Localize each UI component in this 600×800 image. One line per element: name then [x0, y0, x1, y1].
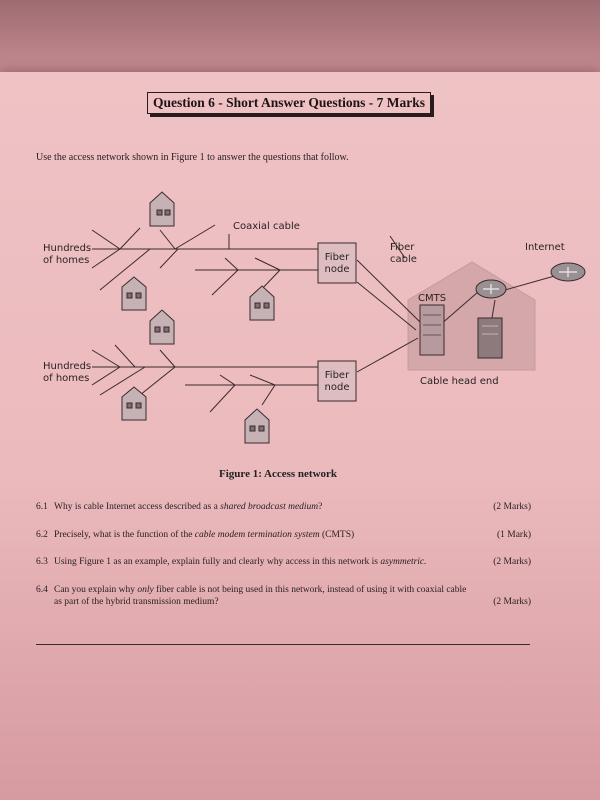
- server-device: [477, 317, 503, 359]
- internet-label: Internet: [525, 242, 565, 253]
- house-icon: [244, 408, 270, 444]
- figure-caption: Figure 1: Access network: [219, 468, 338, 480]
- house-icon: [149, 191, 175, 227]
- router-icon: [475, 279, 507, 299]
- house-icon: [249, 285, 275, 321]
- answer-rule-line: [36, 644, 530, 645]
- question-text: Can you explain why: [54, 585, 138, 595]
- question-text-end: fiber cable is not being used in this ne…: [153, 585, 467, 595]
- question-6-2: 6.2 Precisely, what is the function of th…: [36, 529, 531, 541]
- fiber-node-bottom-box: [317, 360, 357, 402]
- cmts-label: CMTS: [418, 293, 447, 304]
- question-6-3: 6.3 Using Figure 1 as an example, explain…: [36, 556, 531, 568]
- coaxial-cable-label: Coaxial cable: [233, 221, 300, 232]
- question-number: 6.2: [36, 530, 48, 540]
- question-text: Precisely, what is the function of the: [54, 530, 195, 540]
- paper-sheet: [0, 72, 600, 800]
- question-number: 6.4: [36, 585, 48, 595]
- question-emphasis: shared broadcast medium: [220, 502, 319, 512]
- question-6-4: 6.4 Can you explain why only fiber cable …: [36, 584, 531, 608]
- fiber-node-top-label: Fiber node: [324, 252, 350, 275]
- house-icon: [121, 386, 147, 421]
- intro-text: Use the access network shown in Figure 1…: [36, 152, 349, 163]
- cmts-device: [419, 304, 445, 356]
- question-marks: (2 Marks): [493, 557, 531, 567]
- background-shadow: [0, 0, 600, 72]
- question-emphasis: only: [137, 585, 154, 595]
- question-marks: (2 Marks): [493, 597, 531, 607]
- question-emphasis: asymmetric.: [380, 557, 427, 567]
- fiber-node-top-box: [317, 242, 357, 284]
- fiber-cable-label: Fiber cable: [390, 242, 417, 265]
- question-marks: (2 Marks): [493, 502, 531, 512]
- question-marks: (1 Mark): [496, 530, 531, 540]
- house-icon: [121, 276, 147, 311]
- question-text-end: (CMTS): [319, 530, 355, 540]
- hundreds-of-homes-bottom-label: Hundreds of homes: [43, 361, 92, 384]
- question-number: 6.3: [36, 557, 48, 567]
- question-text: Why is cable Internet access described a…: [54, 502, 221, 512]
- fiber-node-bottom-label: Fiber node: [324, 370, 350, 393]
- question-text-line2: as part of the hybrid transmission mediu…: [54, 597, 219, 607]
- question-6-1: 6.1 Why is cable Internet access describe…: [36, 501, 531, 513]
- hundreds-of-homes-top-label: Hundreds of homes: [43, 243, 92, 266]
- question-text-end: ?: [318, 502, 323, 512]
- question-text: Using Figure 1 as an example, explain fu…: [54, 557, 381, 567]
- question-number: 6.1: [36, 502, 48, 512]
- cable-head-end-label: Cable head end: [420, 376, 499, 387]
- question-emphasis: cable modem termination system: [194, 530, 320, 540]
- internet-router-icon: [550, 262, 586, 282]
- house-icon: [149, 309, 175, 345]
- question-title: Question 6 - Short Answer Questions - 7 …: [147, 92, 431, 114]
